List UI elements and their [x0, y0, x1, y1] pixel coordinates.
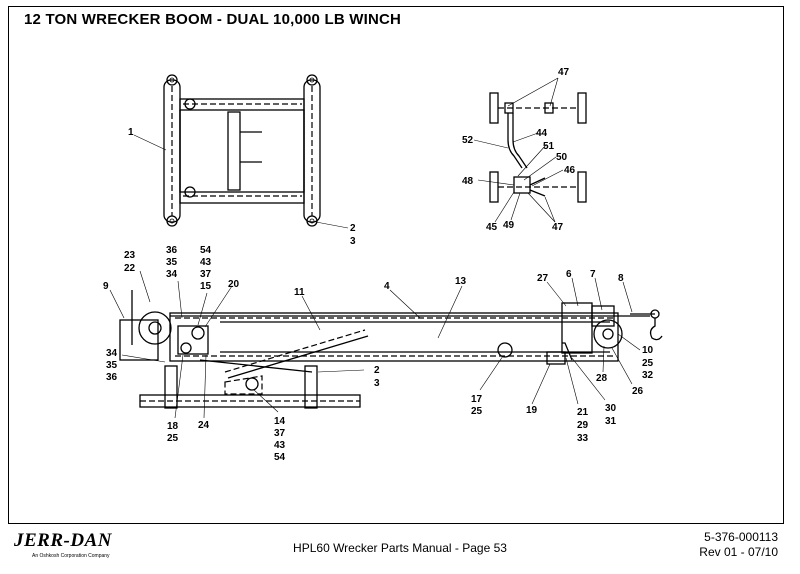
callout-label: 54	[200, 245, 212, 256]
callout-label: 24	[198, 420, 210, 431]
callout-label: 25	[167, 433, 179, 444]
callout-label: 36	[106, 372, 118, 383]
callout-label: 35	[106, 360, 118, 371]
callout-label: 43	[274, 440, 286, 451]
callout-label: 28	[596, 373, 608, 384]
callout-label: 21	[577, 407, 589, 418]
revision: Rev 01 - 07/10	[699, 545, 778, 559]
callout-label: 43	[200, 257, 212, 268]
callout-label: 26	[632, 386, 644, 397]
logo-wordmark: JERR-DAN	[14, 530, 112, 551]
callout-label: 47	[552, 222, 564, 233]
callout-label: 20	[228, 279, 240, 290]
callout-label: 14	[274, 416, 286, 427]
callout-label: 29	[577, 420, 589, 431]
callout-label: 31	[605, 416, 617, 427]
callout-label: 50	[556, 152, 568, 163]
callout-label: 46	[564, 165, 576, 176]
drawing-frame	[8, 6, 784, 524]
callout-labels: 1 2 3 47 52 44 51 50 46 48 45 49 47 23 2…	[103, 67, 654, 463]
boom-side-view	[119, 290, 663, 409]
callout-label: 32	[642, 370, 654, 381]
callout-label: 54	[274, 452, 286, 463]
callout-label: 19	[526, 405, 538, 416]
callout-label: 23	[124, 250, 136, 261]
callout-label: 34	[166, 269, 178, 280]
callout-label: 15	[200, 281, 212, 292]
callout-label: 52	[462, 135, 474, 146]
callout-label: 1	[128, 127, 134, 138]
callout-label: 8	[618, 273, 624, 284]
callout-label: 4	[384, 281, 390, 292]
callout-label: 37	[200, 269, 212, 280]
callout-label: 49	[503, 220, 515, 231]
callout-label: 33	[577, 433, 589, 444]
callout-label: 6	[566, 269, 572, 280]
callout-label: 11	[294, 287, 305, 298]
callout-label: 27	[537, 273, 549, 284]
callout-label: 9	[103, 281, 109, 292]
callout-label: 44	[536, 128, 548, 139]
callout-label: 18	[167, 421, 179, 432]
callout-label: 3	[374, 378, 380, 389]
callout-label: 34	[106, 348, 118, 359]
jerr-dan-logo: JERR-DAN An Oshkosh Corporation Company	[14, 531, 112, 559]
logo-tagline: An Oshkosh Corporation Company	[32, 553, 110, 559]
callout-label: 3	[350, 236, 356, 247]
callout-label: 25	[471, 406, 483, 417]
part-number: 5-376-000113	[704, 530, 778, 544]
callout-label: 25	[642, 358, 654, 369]
callout-label: 45	[486, 222, 498, 233]
callout-label: 51	[543, 141, 555, 152]
base-frame-top-view	[163, 74, 321, 227]
callout-label: 13	[455, 276, 467, 287]
callout-label: 22	[124, 263, 136, 274]
callout-label: 35	[166, 257, 178, 268]
leader-lines	[109, 77, 641, 419]
callout-label: 7	[590, 269, 596, 280]
callout-label: 17	[471, 394, 483, 405]
callout-label: 2	[374, 365, 380, 376]
callout-label: 2	[350, 223, 356, 234]
callout-label: 10	[642, 345, 654, 356]
manual-title: HPL60 Wrecker Parts Manual - Page 53	[293, 541, 507, 555]
page-title: 12 TON WRECKER BOOM - DUAL 10,000 LB WIN…	[24, 11, 402, 28]
callout-label: 48	[462, 176, 474, 187]
callout-label: 36	[166, 245, 178, 256]
callout-label: 37	[274, 428, 286, 439]
callout-label: 30	[605, 403, 617, 414]
document-id: 5-376-000113 Rev 01 - 07/10	[699, 530, 778, 560]
callout-label: 47	[558, 67, 570, 78]
hydraulic-schematic	[489, 92, 587, 203]
